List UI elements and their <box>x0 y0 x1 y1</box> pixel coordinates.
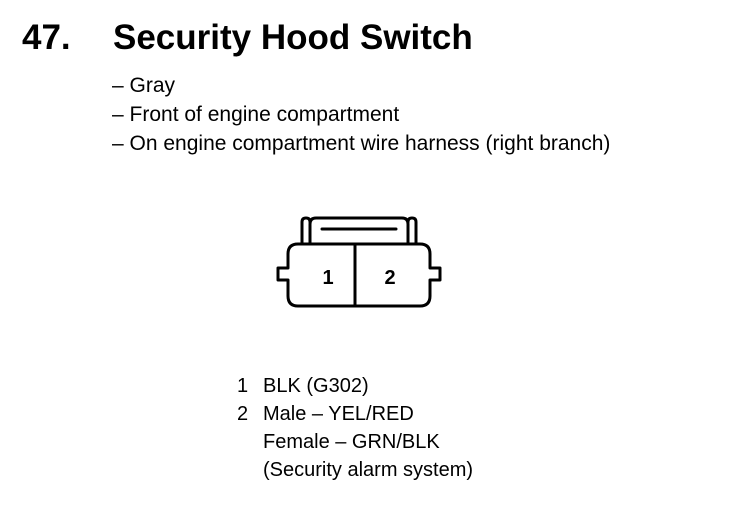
component-description: – Gray – Front of engine compartment – O… <box>112 71 610 158</box>
pin-wire: BLK (G302) <box>263 375 369 397</box>
pin-wire: Female – GRN/BLK <box>263 431 440 453</box>
description-location: – Front of engine compartment <box>112 103 400 126</box>
pin-number: 1 <box>237 375 249 397</box>
connector-diagram: 1 2 <box>276 216 442 308</box>
pin-number: 2 <box>237 403 249 425</box>
connector-body <box>276 242 442 308</box>
cavity-1-label: 1 <box>322 267 333 289</box>
connector-right-post <box>406 216 418 246</box>
description-harness: – On engine compartment wire harness (ri… <box>112 132 611 155</box>
connector-lock-tab <box>308 216 410 246</box>
cavity-2-label: 2 <box>384 267 395 289</box>
component-number: 47. <box>22 18 71 57</box>
pin-circuit-note: (Security alarm system) <box>263 459 474 481</box>
component-title: Security Hood Switch <box>113 18 473 57</box>
pin-wire: Male – YEL/RED <box>263 403 414 425</box>
connector-left-post <box>300 216 312 246</box>
description-color: – Gray <box>112 74 176 97</box>
